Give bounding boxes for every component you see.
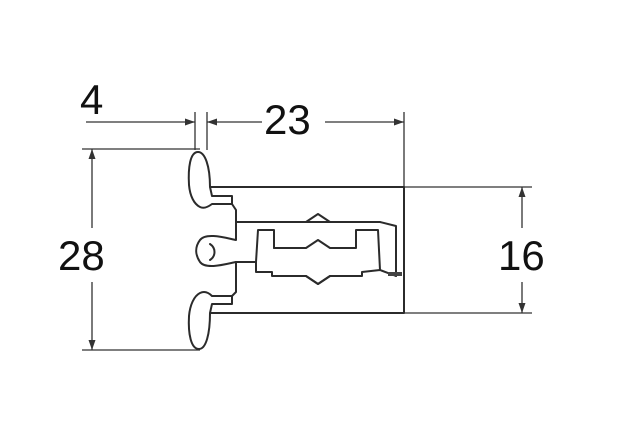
arrow-head [88, 340, 96, 350]
label-profile-width: 23 [264, 96, 311, 143]
arrow-head [185, 118, 195, 126]
channel-body [209, 186, 405, 314]
end-detail [388, 272, 402, 276]
profile-outline [187, 151, 405, 350]
arrow-head [88, 149, 96, 159]
web-notch [209, 243, 216, 261]
center-notch-bottom [305, 275, 331, 285]
arrow-head [518, 303, 526, 313]
inner-channel-upper [235, 221, 397, 277]
central-web [195, 203, 237, 297]
dimension-channel-height: 16 [404, 186, 545, 314]
label-overall-height: 28 [58, 232, 105, 279]
dimension-overall-height: 28 [58, 148, 200, 351]
dimension-flange-thickness: 4 [80, 76, 217, 150]
center-notch-top [305, 213, 331, 223]
inner-slot-upper [255, 229, 275, 263]
upper-flange-lobe [187, 151, 233, 209]
label-flange-thickness: 4 [80, 76, 103, 123]
arrow-head [394, 118, 404, 126]
inner-slot-lower [273, 229, 381, 271]
arrow-head [518, 187, 526, 197]
label-channel-height: 16 [498, 232, 545, 279]
lower-flange-lobe [187, 291, 233, 350]
dimension-profile-width: 23 [207, 96, 405, 190]
